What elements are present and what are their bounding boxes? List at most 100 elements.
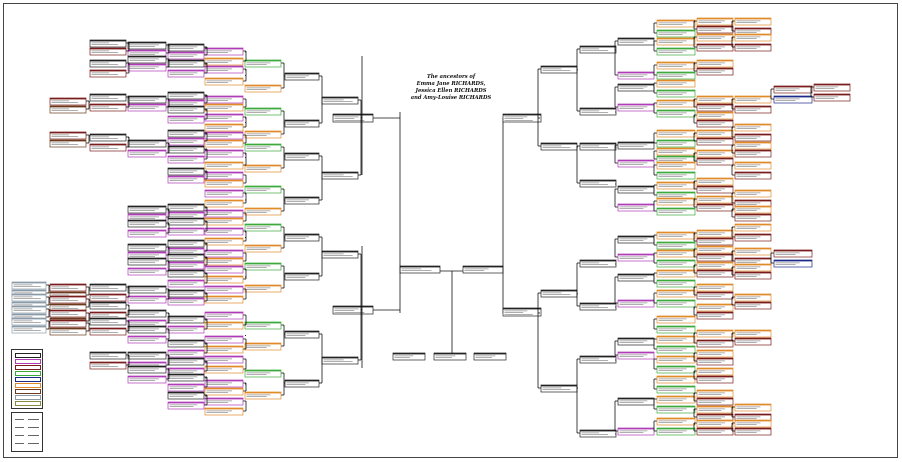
g4-left-b-1 bbox=[284, 196, 320, 205]
title-line-3: Jessica Ellen RICHARDS bbox=[415, 88, 487, 94]
child-box-2 bbox=[433, 352, 467, 361]
g7-right-1-0 bbox=[696, 33, 734, 42]
g7-right-4-1 bbox=[696, 119, 734, 128]
g7-left-3-1 bbox=[167, 115, 205, 124]
g6-left-13-0 bbox=[204, 311, 244, 320]
g8-left-11-0 bbox=[127, 351, 167, 360]
g7-right-17-1 bbox=[696, 397, 734, 406]
g7-right-9-0 bbox=[696, 229, 734, 238]
g10-left-2-0 bbox=[49, 283, 87, 292]
child-box-1 bbox=[392, 352, 426, 361]
g5-right-2-1 bbox=[617, 159, 655, 168]
g6-left-5-1 bbox=[204, 161, 244, 170]
key-mark bbox=[28, 427, 39, 428]
g7-left-12-0 bbox=[167, 289, 205, 298]
g7-right-3-0 bbox=[696, 95, 734, 104]
g7-right-12-0 bbox=[696, 283, 734, 292]
g9-left-6-1 bbox=[89, 327, 127, 336]
g7-left-2-0 bbox=[167, 91, 205, 100]
g7-right-6-1 bbox=[696, 157, 734, 166]
g8-left-7-0 bbox=[127, 257, 167, 266]
legend-swatch bbox=[15, 353, 41, 358]
g10-left-1-0 bbox=[49, 131, 87, 140]
g6-left-15-1 bbox=[204, 365, 244, 374]
g7-left-17-1 bbox=[167, 401, 205, 410]
g6-right-3-0 bbox=[656, 79, 696, 88]
legend-swatch bbox=[15, 365, 41, 370]
g3-right-bot-0 bbox=[540, 289, 578, 298]
g7-right-7-0 bbox=[696, 177, 734, 186]
g4-right-a-1 bbox=[579, 107, 617, 116]
g5-right-6-0 bbox=[617, 337, 655, 346]
g6-left-6-0 bbox=[204, 171, 244, 180]
g7-left-10-0 bbox=[167, 253, 205, 262]
g6-left-8-1 bbox=[204, 217, 244, 226]
g8-right-1-0 bbox=[734, 33, 772, 42]
g7-right-4-0 bbox=[696, 111, 734, 120]
g10-left-0-1 bbox=[49, 105, 87, 114]
g7-left-14-0 bbox=[167, 339, 205, 348]
legend-swatch bbox=[15, 395, 41, 400]
g8-right-14-1 bbox=[734, 427, 772, 436]
g7-left-17-0 bbox=[167, 391, 205, 400]
key-mark bbox=[28, 435, 39, 436]
g6-right-13-1 bbox=[656, 299, 696, 308]
g3-right-top-0 bbox=[540, 65, 578, 74]
g8-right-8-0 bbox=[734, 223, 772, 232]
g6-right-9-0 bbox=[656, 197, 696, 206]
g6-left-2-0 bbox=[204, 95, 244, 104]
g3-right-bot-1 bbox=[540, 384, 578, 393]
g5-left-4-1 bbox=[244, 244, 282, 253]
g7-left-8-0 bbox=[167, 217, 205, 226]
g5-left-4-0 bbox=[244, 223, 282, 232]
g6-right-11-0 bbox=[656, 249, 696, 258]
g6-left-5-0 bbox=[204, 149, 244, 158]
g6-left-6-1 bbox=[204, 179, 244, 188]
g6-right-14-1 bbox=[656, 325, 696, 334]
g7-right-13-0 bbox=[696, 303, 734, 312]
legend-swatch bbox=[15, 359, 41, 364]
g4-right-b-1 bbox=[579, 179, 617, 188]
g9-right-0-0 bbox=[773, 85, 813, 94]
g4-right-d-0 bbox=[579, 355, 617, 364]
g5-right-7-1 bbox=[617, 427, 655, 436]
legend-swatch bbox=[15, 377, 41, 382]
g8-left-2-1 bbox=[127, 103, 167, 112]
g7-right-10-1 bbox=[696, 253, 734, 262]
g7-left-14-1 bbox=[167, 349, 205, 358]
g5-right-4-1 bbox=[617, 253, 655, 262]
g4-left-b-0 bbox=[284, 152, 320, 161]
g7-right-15-1 bbox=[696, 357, 734, 366]
g6-left-16-0 bbox=[204, 379, 244, 388]
g6-right-10-1 bbox=[656, 241, 696, 250]
child-box-3 bbox=[473, 352, 507, 361]
g6-right-1-1 bbox=[656, 47, 696, 56]
g6-right-3-1 bbox=[656, 89, 696, 98]
g5-right-4-0 bbox=[617, 235, 655, 244]
g6-right-0-1 bbox=[656, 29, 696, 38]
g5-left-0-1 bbox=[244, 84, 282, 93]
g9-right-1-1 bbox=[773, 259, 813, 268]
g3-right-top-1 bbox=[540, 142, 578, 151]
g7-left-5-0 bbox=[167, 145, 205, 154]
g6-left-7-0 bbox=[204, 189, 244, 198]
g5-left-5-1 bbox=[244, 284, 282, 293]
g6-right-14-0 bbox=[656, 315, 696, 324]
g5-left-7-1 bbox=[244, 391, 282, 400]
key-mark bbox=[15, 419, 24, 420]
g5-left-3-0 bbox=[244, 185, 282, 194]
g5-left-6-0 bbox=[244, 321, 282, 330]
g6-right-16-1 bbox=[656, 365, 696, 374]
g7-left-3-0 bbox=[167, 105, 205, 114]
g7-left-7-0 bbox=[167, 203, 205, 212]
g8-right-8-1 bbox=[734, 233, 772, 242]
g4-left-c-0 bbox=[284, 233, 320, 242]
g7-left-4-1 bbox=[167, 137, 205, 146]
g7-left-6-1 bbox=[167, 175, 205, 184]
g6-left-1-1 bbox=[204, 77, 244, 86]
g9-left-5-0 bbox=[89, 301, 127, 310]
g7-right-19-1 bbox=[696, 427, 734, 436]
g6-left-10-0 bbox=[204, 249, 244, 258]
g3-left-bot-1 bbox=[321, 356, 359, 365]
